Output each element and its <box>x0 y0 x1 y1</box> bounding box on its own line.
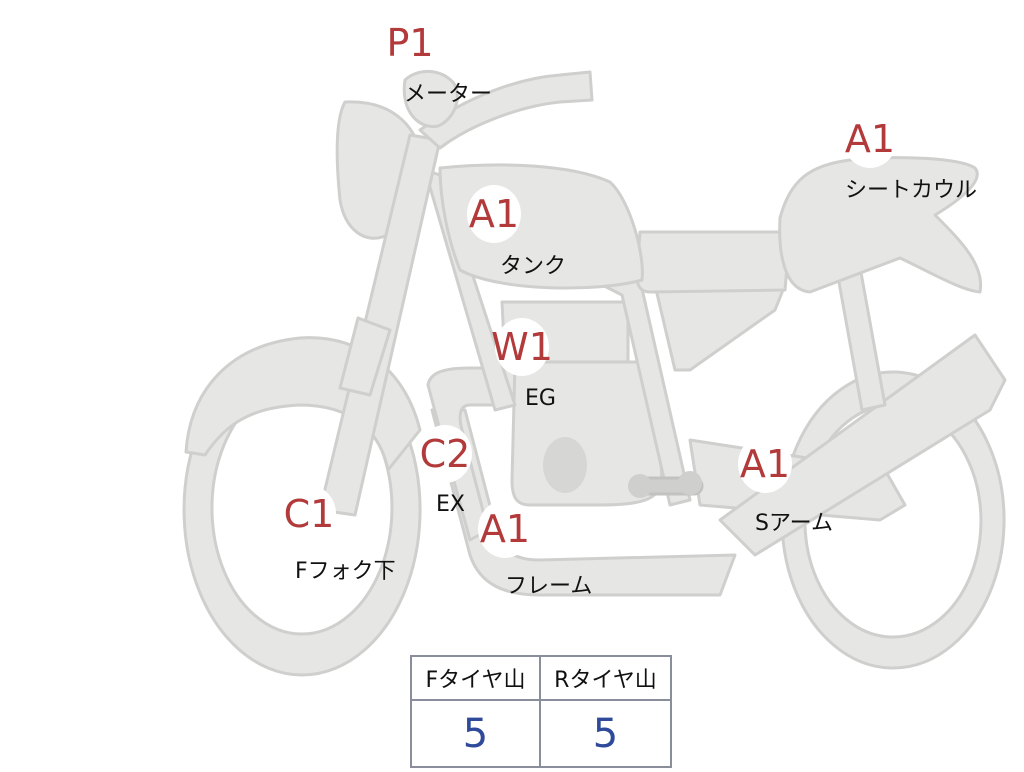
tank-grade-badge: A1 <box>467 185 521 243</box>
engine-grade-badge: W1 <box>491 318 553 376</box>
seat-cowl-grade-badge: A1 <box>843 110 897 168</box>
exhaust-grade-badge: C2 <box>418 425 472 483</box>
front-tire-tread-header: Fタイヤ山 <box>412 657 541 701</box>
tank-label: タンク <box>500 254 567 279</box>
engine-cover <box>543 437 587 493</box>
footpeg-knob-right <box>678 471 702 495</box>
meter-shape <box>402 69 459 129</box>
frame-label: フレーム <box>505 574 593 599</box>
engine-label: EG <box>525 386 556 411</box>
swing-arm-grade-badge: A1 <box>738 435 792 493</box>
swing-arm-label: Sアーム <box>755 511 833 536</box>
handlebar <box>418 70 594 150</box>
footpeg-knob-left <box>628 474 652 498</box>
fork-lower-grade-badge: C1 <box>282 485 336 543</box>
fork-guard <box>338 316 392 397</box>
rear-tire-tread-value: 5 <box>592 710 619 757</box>
seat-cowl-label: シートカウル <box>845 178 978 203</box>
front-tire-tread-value: 5 <box>412 701 541 766</box>
meter-grade-badge: P1 <box>385 16 435 70</box>
muffler <box>718 333 1007 557</box>
fork-lower-label: Fフォク下 <box>295 559 396 584</box>
tire-tread-table: Fタイヤ山 Rタイヤ山 5 5 <box>410 655 672 768</box>
rear-tire-tread-header: Rタイヤ山 <box>541 657 670 701</box>
seat-cowl-shape <box>778 156 983 294</box>
exhaust-label: EX <box>436 492 465 517</box>
frame-grade-badge: A1 <box>478 500 532 558</box>
exhaust-pipe <box>426 366 524 542</box>
seat <box>635 230 792 294</box>
meter-label: メーター <box>404 82 493 107</box>
side-cover <box>653 283 787 372</box>
